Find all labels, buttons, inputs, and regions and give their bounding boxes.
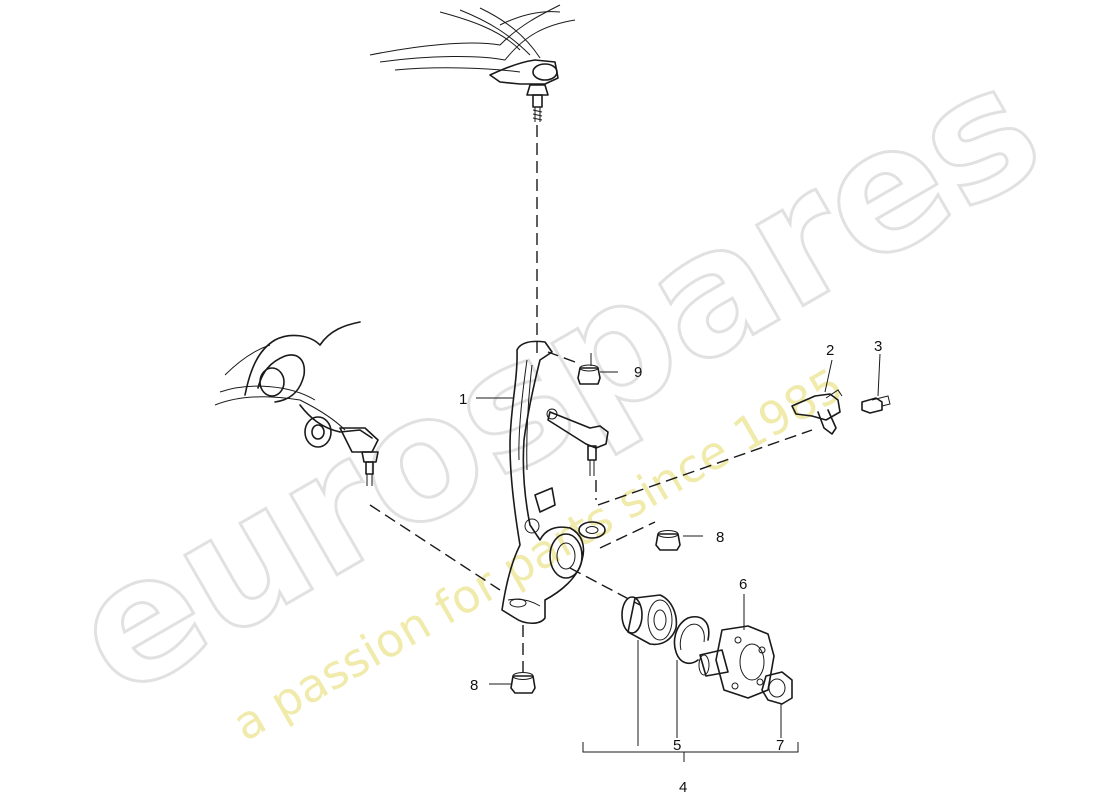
callout-3: 3 — [874, 338, 882, 355]
callouts: 1 2 3 4 5 6 7 8 8 9 — [459, 338, 882, 796]
callout-4: 4 — [679, 779, 687, 796]
callout-9: 9 — [634, 364, 642, 381]
callout-5: 5 — [673, 737, 681, 754]
callout-8-right: 8 — [716, 529, 724, 546]
lower-control-arm — [214, 321, 379, 486]
nut-8-right-icon — [655, 530, 681, 551]
nut-9-icon — [577, 364, 601, 385]
upper-control-arm — [369, 4, 576, 122]
callout-7: 7 — [776, 737, 784, 754]
wheel-hub — [698, 625, 775, 699]
circlip — [673, 616, 710, 665]
collar-nut — [761, 671, 793, 705]
steering-knuckle — [501, 340, 585, 625]
callout-8-bottom: 8 — [470, 677, 478, 694]
washer — [578, 521, 606, 539]
callout-2: 2 — [826, 342, 834, 359]
wheel-bearing — [621, 594, 678, 646]
callout-1: 1 — [459, 391, 467, 408]
bolt — [861, 395, 891, 414]
watermark-brand: eurospares — [42, 27, 1072, 736]
callout-6: 6 — [739, 576, 747, 593]
watermark: eurospares a passion for parts since 198… — [40, 25, 1073, 751]
tie-rod-end — [546, 408, 609, 476]
nut-8-bottom-icon — [510, 672, 536, 694]
abs-sensor — [791, 389, 843, 435]
leader-lines — [476, 353, 881, 762]
assembly-lines — [369, 125, 813, 672]
